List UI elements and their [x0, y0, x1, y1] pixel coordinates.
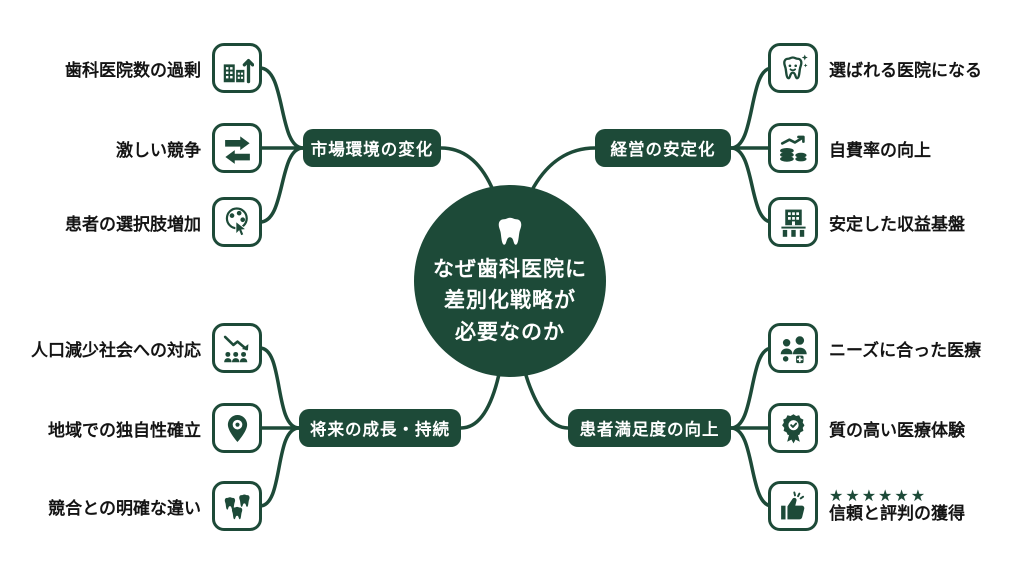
building-foundation-icon — [768, 197, 818, 247]
center-topic: なぜ歯科医院に 差別化戦略が 必要なのか — [414, 185, 606, 377]
list-item: 安定した収益基盤 — [768, 197, 1024, 247]
list-item: ニーズに合った医療 — [768, 323, 1024, 373]
patient-choice-icon — [212, 197, 262, 247]
list-item: 地域での独自性確立 — [0, 403, 262, 453]
doctor-patient-icon — [768, 323, 818, 373]
item-label: 地域での独自性確立 — [48, 420, 201, 441]
item-label: 激しい競争 — [116, 140, 201, 161]
item-label: 質の高い医療体験 — [829, 420, 965, 441]
item-label: 選ばれる医院になる — [829, 60, 982, 81]
item-label: 歯科医院数の過剰 — [65, 60, 201, 81]
teeth-icon — [212, 481, 262, 531]
award-ribbon-icon — [768, 403, 818, 453]
list-item: 選ばれる医院になる — [768, 43, 1024, 93]
center-title-line: 必要なのか — [455, 319, 565, 344]
list-item: 激しい競争 — [0, 123, 262, 173]
population-decline-icon — [212, 323, 262, 373]
branch-label-management-stability: 経営の安定化 — [595, 129, 731, 167]
item-label: 競合との明確な違い — [48, 498, 201, 519]
list-item: 患者の選択肢増加 — [0, 197, 262, 247]
center-title-line: 差別化戦略が — [444, 288, 576, 313]
list-item: 人口減少社会への対応 — [0, 323, 262, 373]
tooth-icon — [492, 214, 528, 250]
list-item: ★★★★★★ 信頼と評判の獲得 — [768, 478, 1024, 534]
list-item: 質の高い医療体験 — [768, 403, 1024, 453]
item-label: 人口減少社会への対応 — [31, 340, 201, 361]
competition-arrows-icon — [212, 123, 262, 173]
chosen-clinic-tooth-icon — [768, 43, 818, 93]
rating-stars: ★★★★★★ — [829, 486, 928, 506]
item-label: ニーズに合った医療 — [829, 340, 982, 361]
branch-label-future-growth: 将来の成長・持続 — [299, 409, 461, 447]
map-pin-icon — [212, 403, 262, 453]
list-item: 歯科医院数の過剰 — [0, 43, 262, 93]
branch-label-patient-satisfaction: 患者満足度の向上 — [568, 409, 731, 447]
list-item: 自費率の向上 — [768, 123, 1024, 173]
item-label: 安定した収益基盤 — [829, 214, 965, 235]
branch-label-market-change: 市場環境の変化 — [303, 129, 441, 167]
clinics-increase-icon — [212, 43, 262, 93]
item-label: 患者の選択肢増加 — [65, 214, 201, 235]
thumbs-up-icon — [768, 481, 818, 531]
item-label: 自費率の向上 — [829, 140, 931, 161]
coins-growth-icon — [768, 123, 818, 173]
center-title-line: なぜ歯科医院に — [433, 256, 587, 281]
list-item: 競合との明確な違い — [0, 478, 262, 534]
item-label: 信頼と評判の獲得 — [829, 504, 965, 525]
